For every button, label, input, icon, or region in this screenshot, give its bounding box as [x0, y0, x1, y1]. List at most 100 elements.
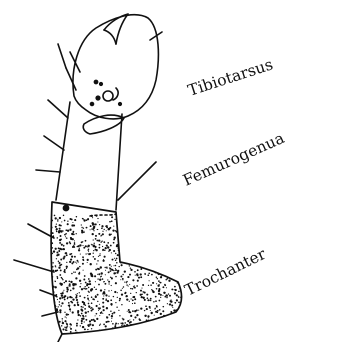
- stipple-dot: [85, 315, 87, 317]
- stipple-dot: [148, 285, 149, 286]
- stipple-dot: [95, 269, 97, 271]
- stipple-dot: [52, 262, 53, 263]
- stipple-dot: [91, 244, 92, 245]
- stipple-dot: [183, 225, 185, 227]
- stipple-dot: [130, 288, 131, 289]
- stipple-dot: [136, 330, 138, 332]
- stipple-dot: [88, 245, 90, 247]
- stipple-dot: [167, 263, 168, 264]
- stipple-dot: [108, 290, 109, 291]
- stipple-dot: [123, 286, 124, 287]
- stipple-dot: [87, 262, 88, 263]
- stipple-dot: [111, 318, 112, 319]
- stipple-dot: [105, 270, 106, 271]
- stipple-dot: [140, 273, 142, 275]
- stipple-dot: [91, 273, 93, 275]
- stipple-dot: [86, 284, 88, 286]
- stipple-dot: [166, 219, 168, 221]
- stipple-dot: [99, 255, 101, 257]
- stipple-dot: [179, 228, 181, 230]
- stipple-dot: [65, 236, 66, 237]
- stipple-dot: [140, 227, 141, 228]
- stipple-dot: [135, 260, 136, 261]
- stipple-dot: [171, 229, 172, 230]
- stipple-dot: [95, 215, 96, 216]
- stipple-dot: [140, 246, 142, 248]
- stipple-dot: [145, 254, 146, 255]
- stipple-dot: [93, 244, 95, 246]
- stipple-dot: [51, 301, 52, 302]
- stipple-dot: [163, 253, 164, 254]
- stipple-dot: [78, 249, 80, 251]
- stipple-dot: [147, 322, 148, 323]
- stipple-dot: [63, 249, 65, 251]
- stipple-dot: [180, 331, 182, 333]
- stipple-dot: [147, 334, 149, 336]
- stipple-dot: [96, 240, 98, 242]
- stipple-dot: [69, 306, 70, 307]
- stipple-dot: [142, 324, 144, 326]
- stipple-dot: [50, 304, 51, 305]
- stipple-dot: [171, 251, 173, 253]
- stipple-dot: [64, 282, 65, 283]
- stipple-dot: [100, 266, 102, 268]
- stipple-dot: [182, 310, 183, 311]
- stipple-dot: [180, 252, 182, 254]
- stipple-dot: [160, 294, 162, 296]
- stipple-dot: [152, 244, 154, 246]
- stipple-dot: [81, 322, 83, 324]
- stipple-dot: [167, 218, 169, 220]
- stipple-dot: [184, 308, 185, 309]
- stipple-dot: [130, 298, 131, 299]
- stipple-dot: [174, 241, 176, 243]
- stipple-dot: [132, 222, 134, 224]
- stipple-dot: [137, 236, 139, 238]
- stipple-dot: [95, 223, 97, 225]
- stipple-dot: [101, 272, 103, 274]
- stipple-dot: [115, 324, 117, 326]
- stipple-dot: [159, 336, 160, 337]
- stipple-dot: [71, 256, 73, 258]
- stipple-dot: [100, 253, 101, 254]
- stipple-dot: [184, 274, 186, 276]
- stipple-dot: [150, 284, 152, 286]
- stipple-dot: [90, 263, 92, 265]
- stipple-dot: [154, 229, 156, 231]
- stipple-dot: [100, 324, 101, 325]
- stipple-dot: [69, 323, 71, 325]
- stipple-dot: [49, 296, 51, 298]
- stipple-dot: [76, 233, 77, 234]
- stipple-dot: [151, 274, 153, 276]
- stipple-dot: [88, 325, 90, 327]
- stipple-dot: [162, 237, 163, 238]
- stipple-dot: [126, 281, 127, 282]
- stipple-dot: [88, 333, 90, 335]
- stipple-dot: [88, 303, 90, 305]
- stipple-dot: [177, 215, 179, 217]
- stipple-dot: [99, 304, 100, 305]
- stipple-dot: [56, 229, 58, 231]
- stipple-dot: [177, 236, 179, 238]
- stipple-dot: [124, 322, 126, 324]
- stipple-dot: [98, 256, 99, 257]
- stipple-dot: [172, 253, 173, 254]
- stipple-dot: [137, 269, 139, 271]
- stipple-dot: [72, 238, 74, 240]
- stipple-dot: [94, 246, 96, 248]
- stipple-dot: [139, 215, 141, 217]
- stipple-dot: [113, 242, 115, 244]
- stipple-dot: [90, 226, 91, 227]
- stipple-dot: [101, 311, 103, 313]
- stipple-dot: [50, 291, 52, 293]
- stipple-dot: [133, 332, 134, 333]
- stipple-dot: [85, 240, 87, 242]
- stipple-dot: [180, 215, 182, 217]
- stipple-dot: [153, 242, 154, 243]
- stipple-dot: [143, 334, 145, 336]
- stipple-dot: [81, 224, 82, 225]
- stipple-dot: [66, 242, 68, 244]
- stipple-dot: [61, 221, 62, 222]
- stipple-dot: [107, 279, 108, 280]
- stipple-dot: [127, 234, 128, 235]
- stipple-dot: [157, 278, 158, 279]
